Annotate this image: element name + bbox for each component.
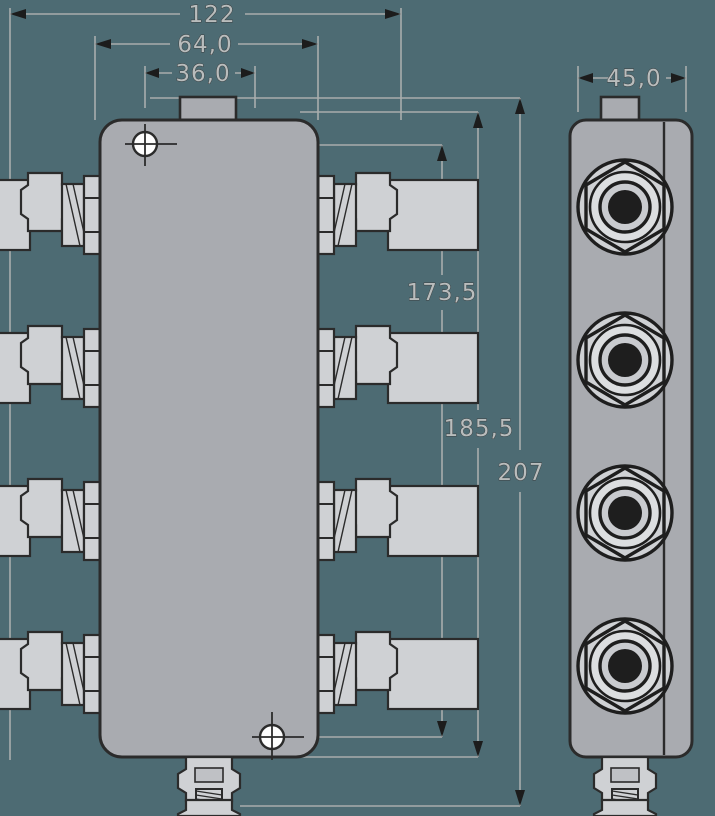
dim-hole-spacing-width: 64,0 bbox=[177, 32, 232, 58]
dim-overall-height: 207 bbox=[498, 460, 545, 486]
connector-right-2[interactable] bbox=[306, 324, 480, 409]
dim-overall-width: 122 bbox=[189, 2, 236, 28]
side-connector-2[interactable] bbox=[576, 311, 674, 409]
mounting-hole-top-left bbox=[125, 124, 177, 166]
dimension-arrows-vertical bbox=[437, 98, 525, 806]
side-connectors bbox=[576, 158, 674, 715]
side-bottom-fitting[interactable] bbox=[592, 755, 658, 816]
dimension-arrows-front bbox=[10, 9, 401, 78]
mounting-hole-bottom-right bbox=[252, 712, 304, 760]
dim-hole-spacing-height: 173,5 bbox=[407, 280, 478, 306]
front-bottom-fitting[interactable] bbox=[176, 755, 242, 816]
dim-side-depth: 45,0 bbox=[606, 66, 661, 92]
side-connector-1[interactable] bbox=[576, 158, 674, 256]
connector-right-1[interactable] bbox=[306, 171, 480, 256]
dim-body-height: 185,5 bbox=[444, 416, 515, 442]
front-body bbox=[98, 118, 320, 759]
connector-right-4[interactable] bbox=[306, 630, 480, 715]
dimension-arrows-side bbox=[578, 73, 686, 83]
connector-right-3[interactable] bbox=[306, 477, 480, 562]
side-connector-4[interactable] bbox=[576, 617, 674, 715]
dim-tab-width: 36,0 bbox=[175, 61, 230, 87]
side-connector-3[interactable] bbox=[576, 464, 674, 562]
